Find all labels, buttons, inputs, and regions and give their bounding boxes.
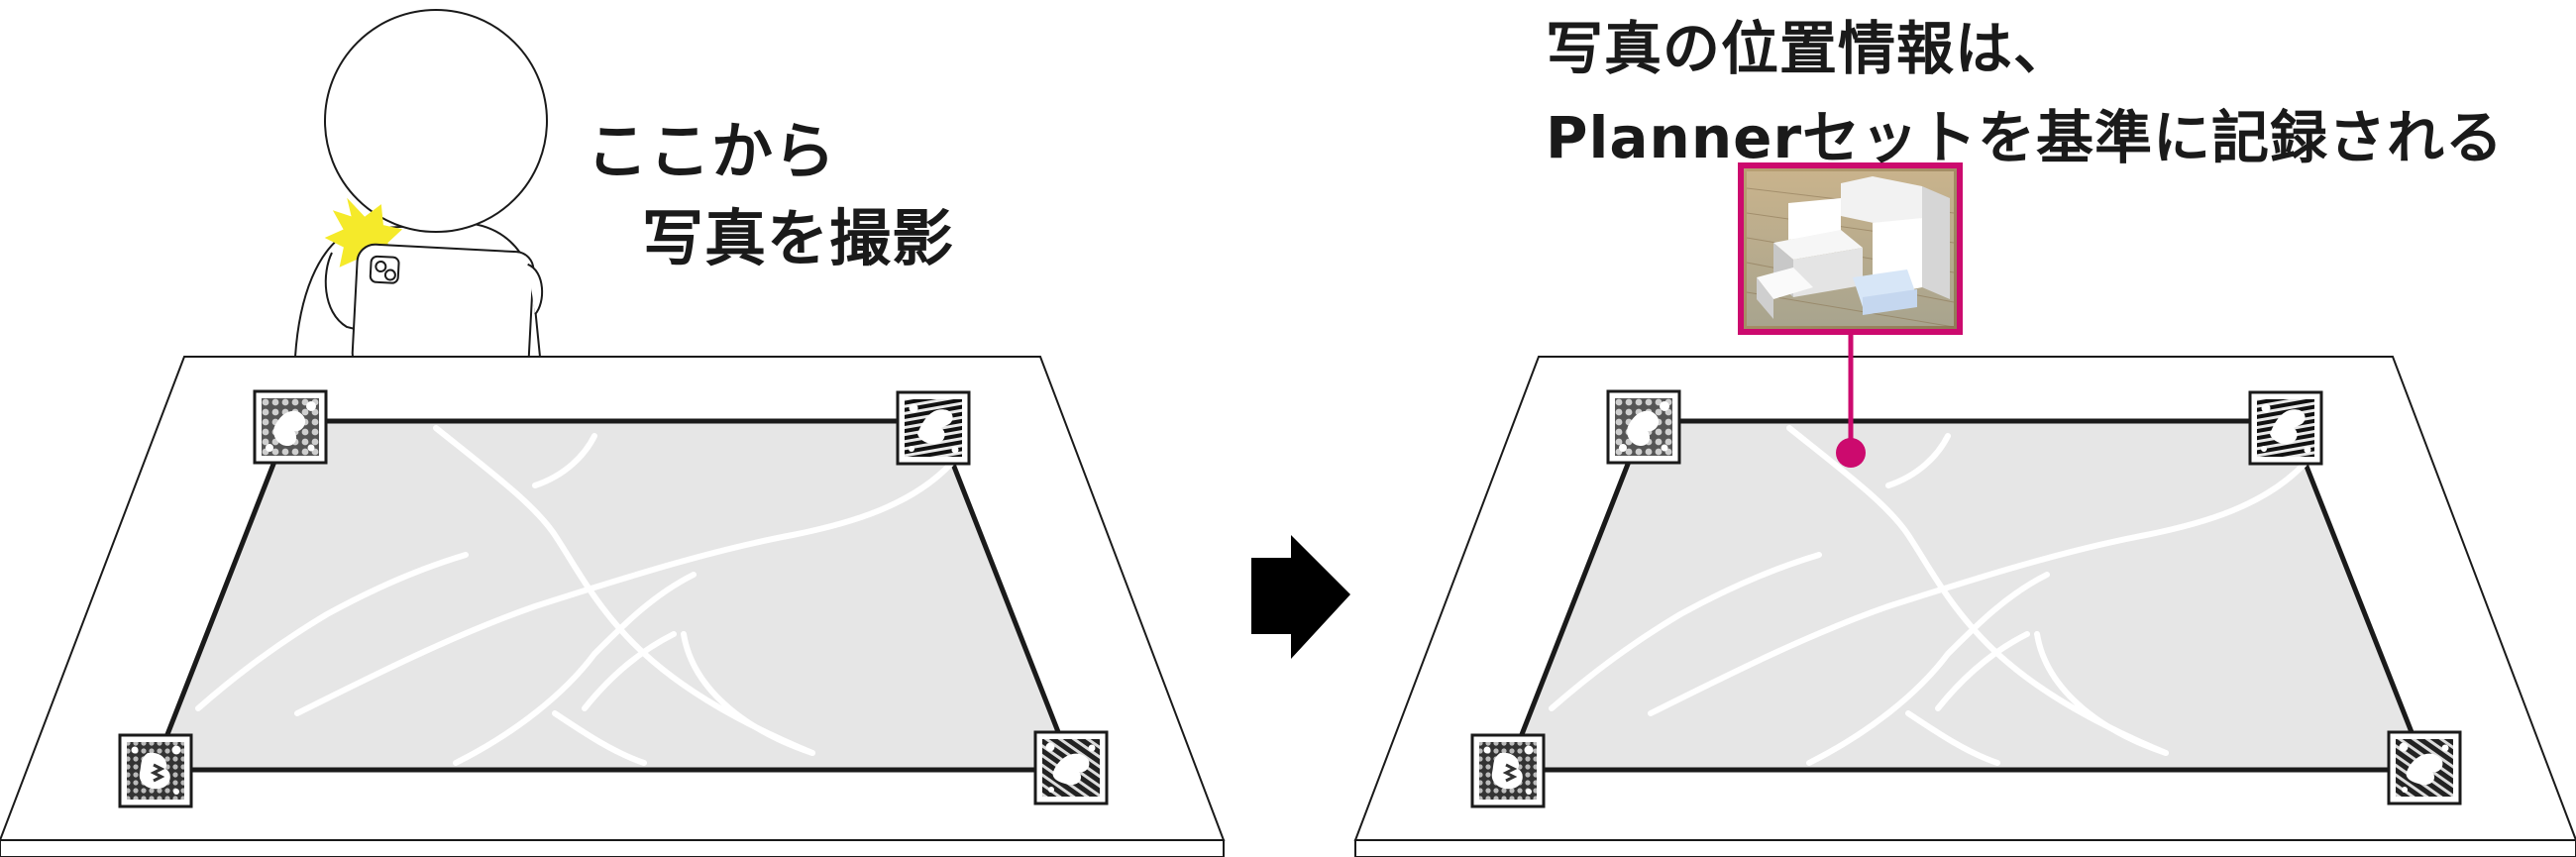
ar-marker-icon [2387,730,2462,805]
left-panel [0,9,1226,857]
ar-marker-icon [1470,733,1546,808]
right-panel [1353,162,2576,857]
ar-marker-icon [1606,389,1681,465]
smartphone-icon [351,243,544,380]
table-edge [1354,839,2576,857]
caption-right-line1: 写真の位置情報は、 [1546,15,2073,82]
ar-marker-icon [1033,730,1109,805]
ar-marker-icon [2248,390,2323,466]
caption-left-line1: ここから [587,115,837,187]
right-arrow-icon [1251,535,1350,659]
caption-left-line2: 写真を撮影 [642,202,955,274]
ar-marker-icon [118,733,193,808]
caption-right-line2: Plannerセットを基準に記録される [1546,104,2505,171]
ar-marker-icon [253,389,328,465]
person-with-phone-icon [293,9,548,380]
ar-marker-icon [896,390,971,466]
location-pin-icon [1836,438,1866,468]
person-head [324,9,548,233]
photo-thumbnail-icon [1738,162,1963,335]
planner-mat [151,418,1076,773]
planner-mat [1505,418,2429,773]
table-edge [0,839,1225,857]
